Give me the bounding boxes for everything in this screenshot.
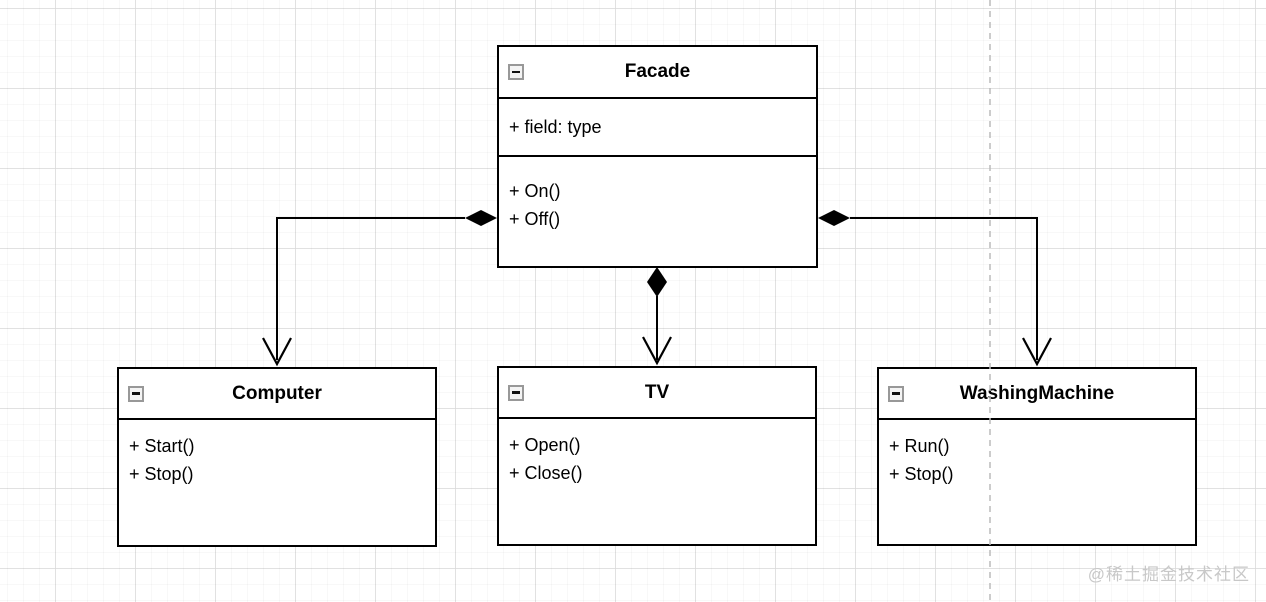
class-title-computer: Computer	[232, 382, 322, 404]
methods-section-tv: + Open() + Close()	[499, 419, 815, 544]
uml-method: + Start()	[129, 436, 195, 456]
class-box-tv[interactable]: TV + Open() + Close()	[497, 366, 817, 546]
minus-glyph	[892, 392, 900, 395]
open-arrow-icon	[642, 336, 672, 366]
class-box-washing-machine[interactable]: WashingMachine + Run() + Stop()	[877, 367, 1197, 546]
filled-diamond-icon	[818, 210, 850, 226]
class-box-computer[interactable]: Computer + Start() + Stop()	[117, 367, 437, 547]
minus-glyph	[132, 392, 140, 395]
minus-glyph	[512, 70, 520, 74]
class-title-facade: Facade	[624, 61, 691, 82]
uml-method: + Open()	[509, 435, 581, 455]
collapse-minus-icon[interactable]	[508, 64, 524, 80]
collapse-minus-icon[interactable]	[508, 384, 524, 401]
uml-method: + Stop()	[129, 464, 194, 484]
uml-method: + Run()	[889, 436, 950, 456]
uml-method: + Off()	[509, 209, 561, 229]
class-title-washing-machine: WashingMachine	[959, 382, 1115, 404]
methods-section-computer: + Start() + Stop()	[119, 420, 435, 545]
class-header-facade: Facade	[499, 47, 816, 99]
methods-section-facade: + On() + Off()	[499, 157, 816, 266]
class-box-facade[interactable]: Facade + field: type + On() + Off()	[497, 45, 818, 268]
open-arrow-icon	[262, 337, 292, 367]
uml-attribute: + field: type	[509, 117, 602, 137]
class-header-tv: TV	[499, 368, 815, 419]
collapse-minus-icon[interactable]	[128, 385, 144, 402]
open-arrow-icon	[1022, 337, 1052, 367]
minus-glyph	[512, 391, 520, 394]
attributes-section-facade: + field: type	[499, 99, 816, 157]
composition-connector-facade-washing-machine[interactable]	[818, 210, 1052, 367]
uml-method: + Close()	[509, 463, 583, 483]
methods-section-washing-machine: + Run() + Stop()	[879, 420, 1195, 544]
uml-method: + Stop()	[889, 464, 954, 484]
class-header-washing-machine: WashingMachine	[879, 369, 1195, 420]
class-header-computer: Computer	[119, 369, 435, 420]
composition-connector-facade-computer[interactable]	[262, 210, 497, 367]
composition-connector-facade-tv[interactable]	[642, 267, 672, 366]
uml-method: + On()	[509, 181, 561, 201]
filled-diamond-icon	[465, 210, 497, 226]
collapse-minus-icon[interactable]	[888, 385, 904, 402]
class-title-tv: TV	[644, 381, 670, 403]
watermark-text: @稀土掘金技术社区	[1087, 565, 1250, 584]
filled-diamond-icon	[647, 267, 667, 297]
